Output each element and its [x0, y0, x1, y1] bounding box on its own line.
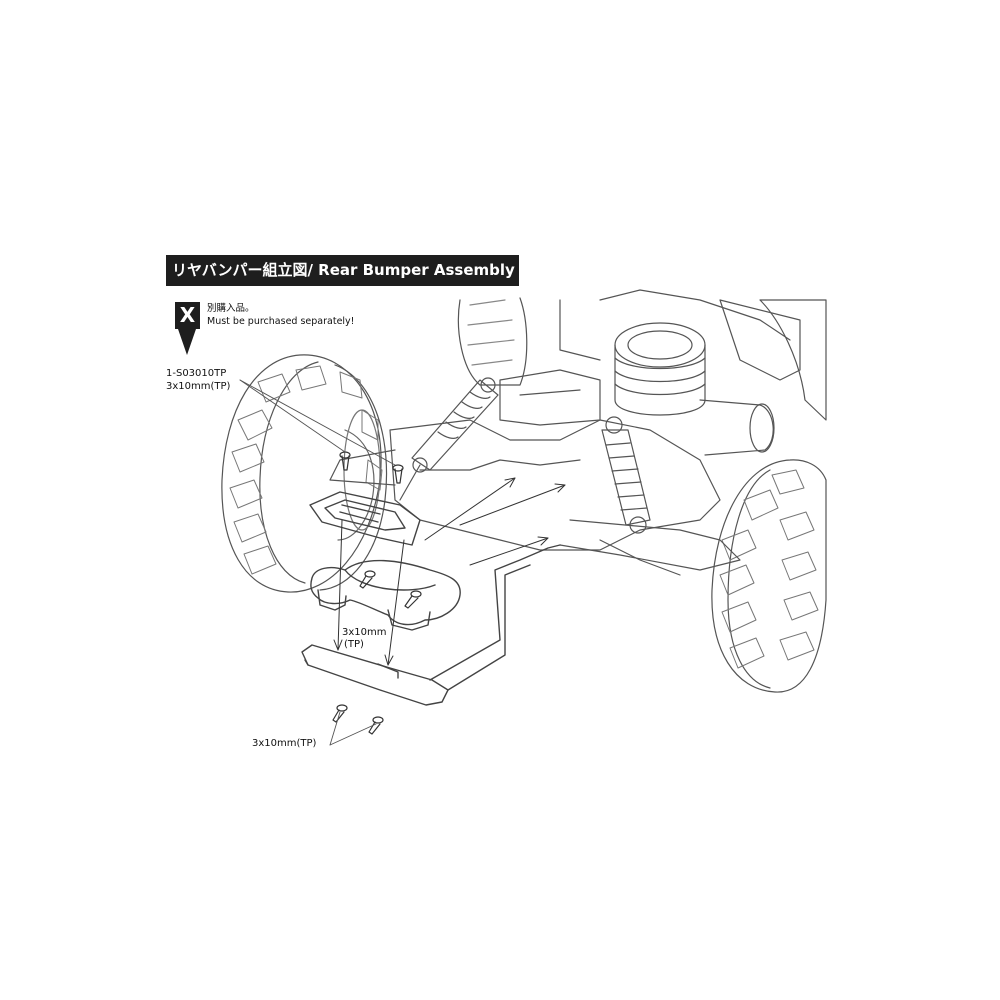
- separate-purchase-note-jp: 別購入品。: [207, 303, 255, 314]
- screw-size-label-mid: 3x10mm: [342, 627, 387, 638]
- left-tire: [221, 354, 388, 593]
- engine: [559, 289, 801, 456]
- screw-part-number-label: 1-S03010TP: [166, 368, 227, 379]
- screw-size-label-top: 3x10mm(TP): [166, 381, 231, 392]
- separate-purchase-note-en: Must be purchased separately!: [207, 316, 355, 327]
- section-title: リヤバンパー組立図/ Rear Bumper Assembly: [166, 255, 519, 286]
- lower-bumper-bar: [301, 544, 561, 706]
- upper-bumper-part: [309, 491, 421, 546]
- assembly-arrows: [333, 477, 566, 666]
- chassis: [329, 369, 741, 576]
- right-shock: [601, 416, 651, 534]
- screw-type-label-mid: (TP): [344, 639, 364, 650]
- separate-purchase-mark-pointer: [178, 329, 196, 355]
- leader-lines: [239, 379, 396, 746]
- separate-purchase-mark: X: [175, 302, 200, 329]
- right-tire: [711, 459, 827, 693]
- bumper-mount: [310, 559, 461, 631]
- left-shock: [399, 377, 499, 501]
- far-tire: [457, 297, 827, 421]
- screw-size-label-bottom: 3x10mm(TP): [252, 738, 317, 749]
